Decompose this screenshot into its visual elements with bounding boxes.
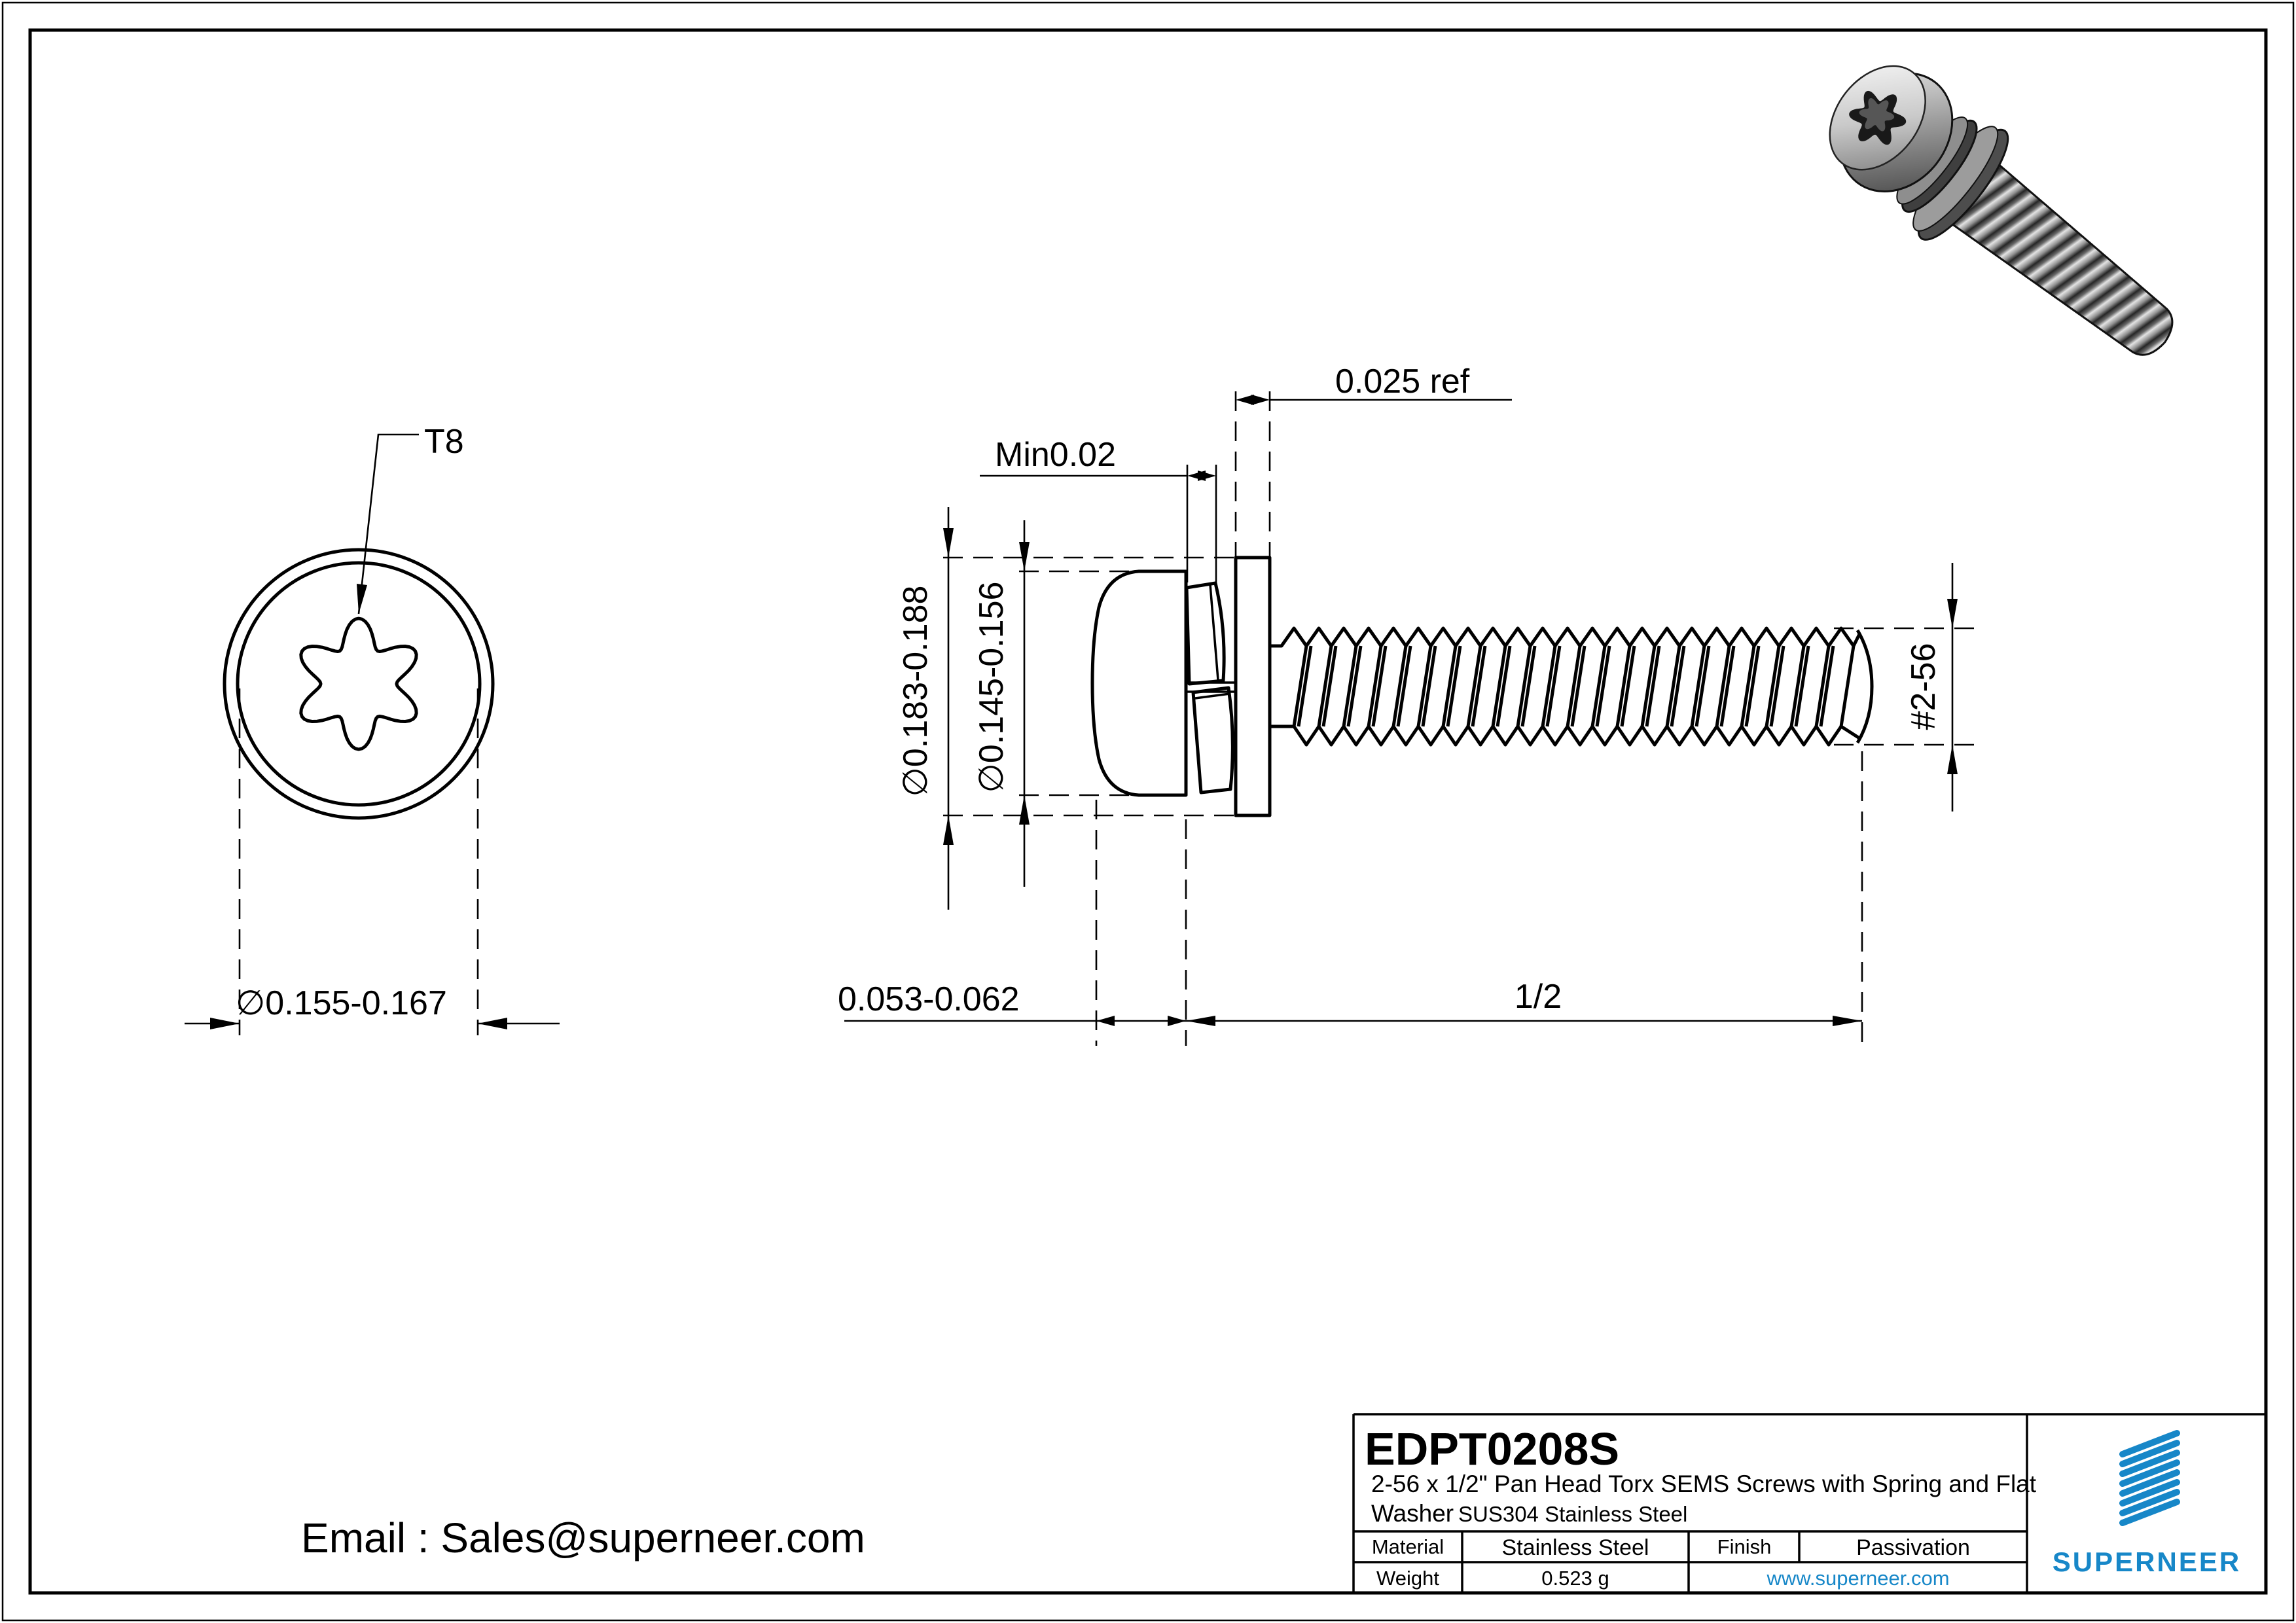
spring-thickness-label: Min0.02 bbox=[995, 436, 1116, 474]
part-number: EDPT0208S bbox=[1365, 1423, 1619, 1474]
arrowhead bbox=[1019, 795, 1030, 825]
inner-drawing-border bbox=[28, 28, 2268, 1595]
arrowhead bbox=[1186, 1016, 1215, 1026]
finish-value: Passivation bbox=[1856, 1535, 1970, 1560]
arrowhead bbox=[1947, 599, 1958, 628]
website-link[interactable]: www.superneer.com bbox=[1766, 1567, 1949, 1590]
washer-thickness-label: 0.025 ref bbox=[1335, 363, 1470, 401]
description-line1: 2-56 x 1/2" Pan Head Torx SEMS Screws wi… bbox=[1371, 1471, 2037, 1497]
weight-label: Weight bbox=[1376, 1567, 1439, 1590]
weight-value: 0.523 g bbox=[1541, 1567, 1609, 1590]
spring-washer-lower bbox=[1191, 686, 1234, 794]
leader-arrowhead bbox=[357, 584, 367, 614]
title-block: EDPT0208S 2-56 x 1/2" Pan Head Torx SEMS… bbox=[1352, 1413, 2266, 1593]
head-inner-circle bbox=[236, 561, 482, 807]
arrowhead bbox=[1833, 1016, 1862, 1026]
thread-tip-chamfer bbox=[1856, 629, 1874, 744]
spring-thickness-dimension: Min0.02 bbox=[980, 436, 1217, 582]
head-od-dimension: ∅0.145-0.156 bbox=[973, 520, 1030, 887]
length-dimensions: 0.053-0.062 1/2 bbox=[838, 751, 1863, 1046]
arrowhead bbox=[1947, 745, 1958, 774]
torx-socket-3d bbox=[1849, 90, 1907, 145]
washer-od-dimension: ∅0.183-0.188 bbox=[897, 507, 954, 910]
material-value: Stainless Steel bbox=[1502, 1535, 1649, 1560]
arrowhead bbox=[478, 1018, 507, 1029]
thread-size-dimension: #2-56 bbox=[1834, 563, 1975, 812]
email-text: Email : Sales@superneer.com bbox=[301, 1514, 865, 1561]
screw-3d-render bbox=[1829, 65, 2174, 356]
washer-thickness-dimension: 0.025 ref bbox=[1234, 363, 1512, 556]
logo-stripes-icon bbox=[2119, 1430, 2180, 1526]
side-view: ∅0.183-0.188 ∅0.145-0.156 Min0.02 0.025 … bbox=[838, 363, 1975, 1046]
arrowhead bbox=[1251, 395, 1270, 405]
description-line2: Washer bbox=[1371, 1500, 1454, 1527]
leader-line bbox=[357, 433, 419, 615]
washer-od-label: ∅0.183-0.188 bbox=[897, 586, 935, 797]
arrowhead bbox=[1019, 542, 1030, 571]
head-od-label: ∅0.145-0.156 bbox=[973, 582, 1011, 793]
arrowhead bbox=[943, 815, 954, 845]
threaded-shaft-3d bbox=[1926, 143, 2174, 356]
brand-logo: SUPERNEER bbox=[2053, 1430, 2241, 1577]
arrowhead bbox=[210, 1018, 240, 1029]
thread-flank-lines bbox=[1292, 645, 1856, 727]
thread-length-label: 1/2 bbox=[1515, 978, 1562, 1016]
arrowhead bbox=[1236, 395, 1254, 405]
drive-size-label: T8 bbox=[424, 423, 464, 461]
drive-size-callout: T8 bbox=[357, 423, 464, 615]
torx-recess-outline bbox=[299, 616, 418, 751]
thread-size-label: #2-56 bbox=[1905, 643, 1943, 730]
pan-head-profile bbox=[1090, 569, 1188, 797]
arrowhead bbox=[1198, 471, 1216, 481]
head-outer-circle bbox=[223, 548, 495, 820]
finish-label: Finish bbox=[1717, 1535, 1772, 1558]
torx-recess-highlight-3d bbox=[1859, 98, 1895, 132]
spring-washer-lower-edge bbox=[1194, 692, 1230, 700]
arrowhead bbox=[1168, 1016, 1186, 1026]
arrowhead bbox=[1096, 1016, 1115, 1026]
spring-washer-upper bbox=[1185, 581, 1226, 686]
head-height-label: 0.053-0.062 bbox=[838, 980, 1020, 1018]
head-diameter-dimension: ∅0.155-0.167 bbox=[185, 688, 560, 1035]
spring-washer-upper-edge bbox=[1209, 584, 1219, 681]
flat-washer bbox=[1234, 556, 1272, 817]
front-view: T8 ∅0.155-0.167 bbox=[185, 423, 560, 1035]
description-line2-detail: SUS304 Stainless Steel bbox=[1458, 1502, 1687, 1526]
brand-name: SUPERNEER bbox=[2053, 1546, 2241, 1577]
head-diameter-label: ∅0.155-0.167 bbox=[236, 984, 447, 1022]
material-label: Material bbox=[1372, 1535, 1444, 1558]
arrowhead bbox=[943, 528, 954, 558]
